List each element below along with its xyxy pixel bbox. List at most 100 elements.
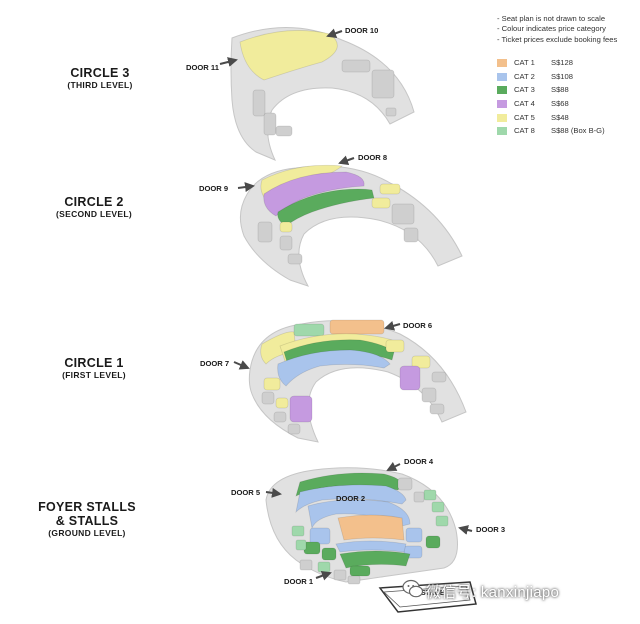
watermark-text: 微信号: kanxinjiapo: [426, 584, 560, 601]
circle-1-side-block[interactable]: [431, 371, 447, 383]
stalls-level: DOOR 4 DOOR 5 DOOR 2 DOOR 3 DOOR 1: [231, 457, 505, 613]
door-label: DOOR 8: [358, 153, 387, 162]
stalls-cat2-rear[interactable]: [295, 484, 407, 514]
circle-1-cat8-box[interactable]: [293, 323, 325, 337]
legend-swatch: [497, 127, 507, 136]
circle-2-side-block[interactable]: [287, 253, 303, 265]
stalls-cat8-box[interactable]: [295, 539, 307, 551]
stalls-cat8-box[interactable]: [317, 561, 331, 573]
stalls-cat8-box[interactable]: [435, 515, 449, 527]
door-arrow: [338, 155, 355, 166]
door-arrow: [237, 182, 255, 193]
door-arrow: [315, 570, 332, 581]
door-arrow: [384, 320, 401, 331]
stalls-cat3-small[interactable]: [425, 535, 441, 549]
door-label: DOOR 4: [404, 457, 434, 466]
circle-1-side-block[interactable]: [421, 387, 437, 403]
stalls-cat8-box[interactable]: [423, 489, 437, 501]
door-arrow: [265, 487, 282, 498]
legend-item-cat3: CAT 3 S$88: [497, 85, 640, 99]
circle-2-side-block[interactable]: [279, 235, 293, 251]
door-label: DOOR 7: [200, 359, 229, 368]
door-arrow: [386, 461, 401, 471]
circle-1-cat4-block[interactable]: [289, 395, 313, 423]
circle-2-cat5-small[interactable]: [371, 197, 391, 209]
stalls-cat2-front[interactable]: [335, 540, 407, 553]
circle-2-side-block[interactable]: [403, 227, 419, 243]
circle-3-cat5-block[interactable]: [239, 30, 338, 81]
door-label: DOOR 11: [186, 63, 220, 72]
legend-item-cat1: CAT 1 S$128: [497, 58, 640, 72]
legend-swatch: [497, 100, 507, 109]
stalls-side-block[interactable]: [413, 491, 425, 503]
circle-1-side-block[interactable]: [287, 423, 301, 435]
circle-1-side-block[interactable]: [429, 403, 445, 415]
door-label: DOOR 3: [476, 525, 505, 534]
stalls-cat8-box[interactable]: [431, 501, 445, 513]
price-legend: CAT 1 S$128 CAT 2 S$108 CAT 3 S$88 CAT 4…: [497, 58, 640, 140]
stalls-cat3-small[interactable]: [321, 547, 337, 561]
plan-notes: - Seat plan is not drawn to scale - Colo…: [497, 14, 640, 45]
circle-1-cat5-small[interactable]: [385, 339, 405, 353]
stalls-side-block[interactable]: [347, 575, 361, 585]
stalls-side-block[interactable]: [299, 559, 313, 571]
stage-label: STAGE: [421, 590, 445, 597]
stalls-cat3-small[interactable]: [349, 565, 371, 577]
circle-1-cat1-box[interactable]: [329, 319, 385, 335]
circle-1-cat5-small[interactable]: [275, 397, 289, 409]
stalls-cat8-box[interactable]: [291, 525, 305, 537]
circle-2-side-block[interactable]: [391, 203, 415, 225]
stage-outline: [378, 581, 477, 613]
circle-1-cat5-small[interactable]: [263, 377, 281, 391]
legend-item-cat4: CAT 4 S$68: [497, 99, 640, 113]
level-title-stalls: FOYER STALLS & STALLS (GROUND LEVEL): [38, 500, 136, 538]
door-arrow: [326, 28, 343, 39]
circle-3-side-block[interactable]: [263, 112, 277, 136]
circle-3-side-block[interactable]: [371, 69, 395, 99]
stalls-cat1-centre[interactable]: [337, 514, 405, 541]
door-label: DOOR 10: [345, 26, 378, 35]
circle-1-cat2-band[interactable]: [277, 349, 391, 387]
circle-2-cat5-small[interactable]: [279, 221, 293, 233]
circle-2-side-block[interactable]: [257, 221, 273, 243]
legend-swatch: [497, 86, 507, 95]
legend-swatch: [497, 59, 507, 67]
circle-2-level: DOOR 8 DOOR 9: [199, 153, 463, 287]
circle-1-side-block[interactable]: [273, 411, 287, 423]
level-title-circle-3: CIRCLE 3 (THIRD LEVEL): [67, 66, 133, 90]
legend-swatch: [497, 72, 507, 81]
door-label: DOOR 6: [403, 321, 432, 330]
circle-3-side-block[interactable]: [385, 107, 397, 117]
circle-2-cat5-small[interactable]: [379, 183, 401, 195]
stalls-cat2-mid[interactable]: [307, 499, 411, 530]
level-title-circle-1: CIRCLE 1 (FIRST LEVEL): [62, 356, 126, 380]
door-arrow: [233, 360, 250, 370]
stalls-cat2-side[interactable]: [405, 527, 423, 543]
circle-3-side-block[interactable]: [341, 59, 371, 73]
stalls-cat3-front[interactable]: [339, 550, 411, 569]
stage-outline-inner: [383, 585, 471, 608]
note-line: - Seat plan is not drawn to scale: [497, 14, 606, 23]
note-line: - Ticket prices exclude booking fees: [497, 34, 618, 44]
legend-item-cat2: CAT 2 S$108: [497, 72, 640, 86]
stalls-cat2-side[interactable]: [309, 527, 331, 545]
stalls-side-block[interactable]: [397, 477, 413, 491]
circle-1-side-block[interactable]: [261, 391, 275, 405]
legend-item-cat8: CAT 8 S$88 (Box B-G): [497, 126, 640, 140]
wechat-icon: [402, 579, 424, 598]
circle-1-cat4-block[interactable]: [399, 365, 421, 391]
circle-1-cat5-rear[interactable]: [260, 331, 297, 365]
circle-1-level: DOOR 6 DOOR 7: [200, 319, 467, 443]
circle-3-side-block[interactable]: [275, 125, 293, 137]
circle-3-side-block[interactable]: [252, 89, 266, 117]
door-label: DOOR 1: [284, 577, 314, 586]
stalls-side-block[interactable]: [333, 569, 347, 581]
note-line: - Colour indicates price category: [497, 24, 606, 34]
circle-3-level: DOOR 10 DOOR 11: [186, 26, 415, 161]
circle-2-cat4-block[interactable]: [263, 171, 365, 217]
circle-1-cat5-small[interactable]: [411, 355, 431, 369]
level-title-circle-2: CIRCLE 2 (SECOND LEVEL): [56, 195, 132, 219]
legend-swatch: [497, 113, 507, 122]
